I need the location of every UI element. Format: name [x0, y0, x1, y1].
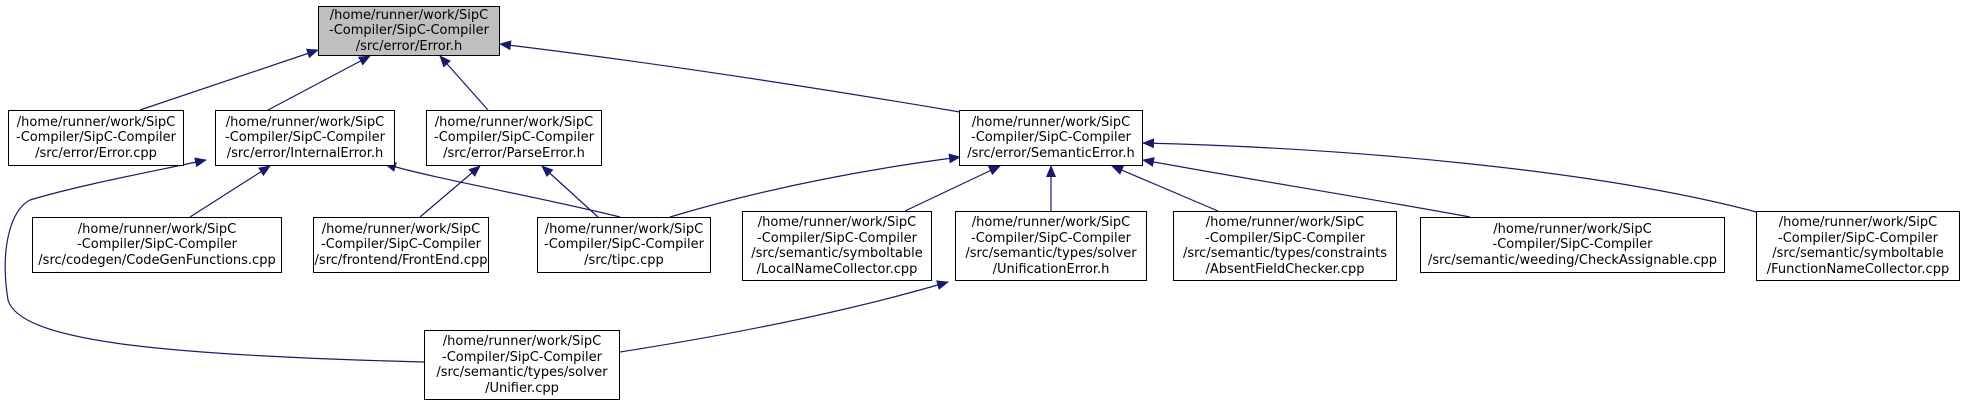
node-label-line: /src/error/SemanticError.h — [967, 145, 1135, 161]
node-label-line: /home/runner/work/SipC — [971, 215, 1131, 230]
node-label-line: /home/runner/work/SipC — [544, 221, 704, 237]
node-label-line: /home/runner/work/SipC — [1205, 215, 1365, 230]
node-semantic-h[interactable]: /home/runner/work/SipC-Compiler/SipC-Com… — [959, 110, 1143, 166]
node-label-line: /src/semantic/symboltable — [1772, 246, 1944, 261]
node-localname-cpp[interactable]: /home/runner/work/SipC-Compiler/SipC-Com… — [742, 211, 932, 281]
node-label-line: /Unifier.cpp — [485, 380, 559, 396]
node-label-line: -Compiler/SipC-Compiler — [329, 23, 489, 39]
node-label-line: -Compiler/SipC-Compiler — [321, 237, 481, 253]
node-label-line: -Compiler/SipC-Compiler — [1778, 230, 1938, 246]
node-label-line: /src/frontend/FrontEnd.cpp — [314, 252, 488, 268]
edge-tipc-cpp-to-semantic-h — [669, 153, 961, 218]
edge-frontend-cpp-to-parse-h — [419, 165, 481, 218]
node-label-line: /AbsentFieldChecker.cpp — [1205, 261, 1365, 277]
node-label-line: -Compiler/SipC-Compiler — [1205, 230, 1365, 246]
node-label-line: /src/semantic/weeding/CheckAssignable.cp… — [1427, 252, 1718, 268]
node-label-line: /home/runner/work/SipC — [1778, 215, 1938, 230]
node-internal-h[interactable]: /home/runner/work/SipC-Compiler/SipC-Com… — [215, 110, 395, 166]
node-label-line: /src/error/ParseError.h — [443, 145, 585, 161]
node-label-line: /home/runner/work/SipC — [77, 221, 237, 237]
node-unifier-cpp[interactable]: /home/runner/work/SipC-Compiler/SipC-Com… — [424, 330, 620, 400]
node-label-line: /home/runner/work/SipC — [329, 7, 489, 23]
edge-tipc-cpp-to-internal-h — [384, 162, 621, 218]
node-label-line: /FunctionNameCollector.cpp — [1766, 261, 1950, 277]
node-checkassign-cpp[interactable]: /home/runner/work/SipC-Compiler/SipC-Com… — [1420, 217, 1725, 273]
node-label-line: /src/codegen/CodeGenFunctions.cpp — [38, 252, 276, 268]
node-label-line: -Compiler/SipC-Compiler — [442, 349, 602, 365]
node-label-line: -Compiler/SipC-Compiler — [16, 130, 176, 146]
edge-parse-h-to-error-h — [439, 55, 489, 111]
node-label-line: -Compiler/SipC-Compiler — [971, 130, 1131, 146]
node-label-line: /home/runner/work/SipC — [225, 114, 385, 130]
node-label-line: /src/semantic/types/constraints — [1182, 246, 1388, 261]
node-label-line: /home/runner/work/SipC — [971, 114, 1131, 130]
node-error-cpp[interactable]: /home/runner/work/SipC-Compiler/SipC-Com… — [8, 110, 184, 166]
edge-unifier-cpp-to-unification-h — [619, 280, 949, 353]
node-label-line: /home/runner/work/SipC — [1493, 221, 1652, 237]
node-label-line: /UnificationError.h — [992, 261, 1110, 277]
node-codegen-cpp[interactable]: /home/runner/work/SipC-Compiler/SipC-Com… — [32, 217, 282, 273]
node-label-line: /home/runner/work/SipC — [16, 114, 176, 130]
node-label-line: -Compiler/SipC-Compiler — [544, 237, 704, 253]
node-funcname-cpp[interactable]: /home/runner/work/SipC-Compiler/SipC-Com… — [1756, 211, 1960, 281]
node-label-line: /home/runner/work/SipC — [442, 334, 602, 349]
node-label-line: -Compiler/SipC-Compiler — [1492, 237, 1653, 253]
node-tipc-cpp[interactable]: /home/runner/work/SipC-Compiler/SipC-Com… — [537, 217, 711, 273]
node-label-line: -Compiler/SipC-Compiler — [757, 230, 917, 246]
edge-absentfield-cpp-to-semantic-h — [1111, 165, 1219, 212]
node-label-line: /home/runner/work/SipC — [757, 215, 917, 230]
node-label-line: /src/tipc.cpp — [584, 252, 664, 268]
edge-checkassign-cpp-to-semantic-h — [1142, 157, 1471, 218]
node-frontend-cpp[interactable]: /home/runner/work/SipC-Compiler/SipC-Com… — [313, 217, 489, 273]
node-label-line: -Compiler/SipC-Compiler — [971, 230, 1131, 246]
node-label-line: /LocalNameCollector.cpp — [756, 261, 918, 277]
node-label-line: /src/semantic/types/solver — [965, 246, 1137, 261]
node-label-line: /src/error/Error.cpp — [35, 145, 157, 161]
node-label-line: /home/runner/work/SipC — [321, 221, 481, 237]
node-error-h: /home/runner/work/SipC-Compiler/SipC-Com… — [318, 6, 500, 56]
edge-funcname-cpp-to-semantic-h — [1142, 138, 1761, 214]
node-label-line: /src/semantic/symboltable — [751, 246, 923, 261]
edge-semantic-h-to-error-h — [499, 40, 961, 113]
node-label-line: /src/error/InternalError.h — [226, 145, 384, 161]
node-label-line: /home/runner/work/SipC — [434, 114, 594, 130]
node-label-line: -Compiler/SipC-Compiler — [77, 237, 237, 253]
node-parse-h[interactable]: /home/runner/work/SipC-Compiler/SipC-Com… — [426, 110, 602, 166]
edge-unifier-cpp-to-internal-h — [4, 157, 425, 363]
edge-error-cpp-to-error-h — [139, 48, 319, 111]
node-label-line: /src/semantic/types/solver — [436, 365, 608, 380]
node-label-line: -Compiler/SipC-Compiler — [225, 130, 385, 146]
edge-localname-cpp-to-semantic-h — [904, 165, 1001, 212]
edge-internal-h-to-error-h — [267, 55, 371, 111]
node-unification-h[interactable]: /home/runner/work/SipC-Compiler/SipC-Com… — [955, 211, 1147, 281]
edge-codegen-cpp-to-internal-h — [189, 165, 271, 218]
edge-tipc-cpp-to-parse-h — [541, 165, 599, 218]
node-label-line: /src/error/Error.h — [355, 38, 463, 54]
node-label-line: -Compiler/SipC-Compiler — [434, 130, 594, 146]
node-absentfield-cpp[interactable]: /home/runner/work/SipC-Compiler/SipC-Com… — [1173, 211, 1397, 281]
